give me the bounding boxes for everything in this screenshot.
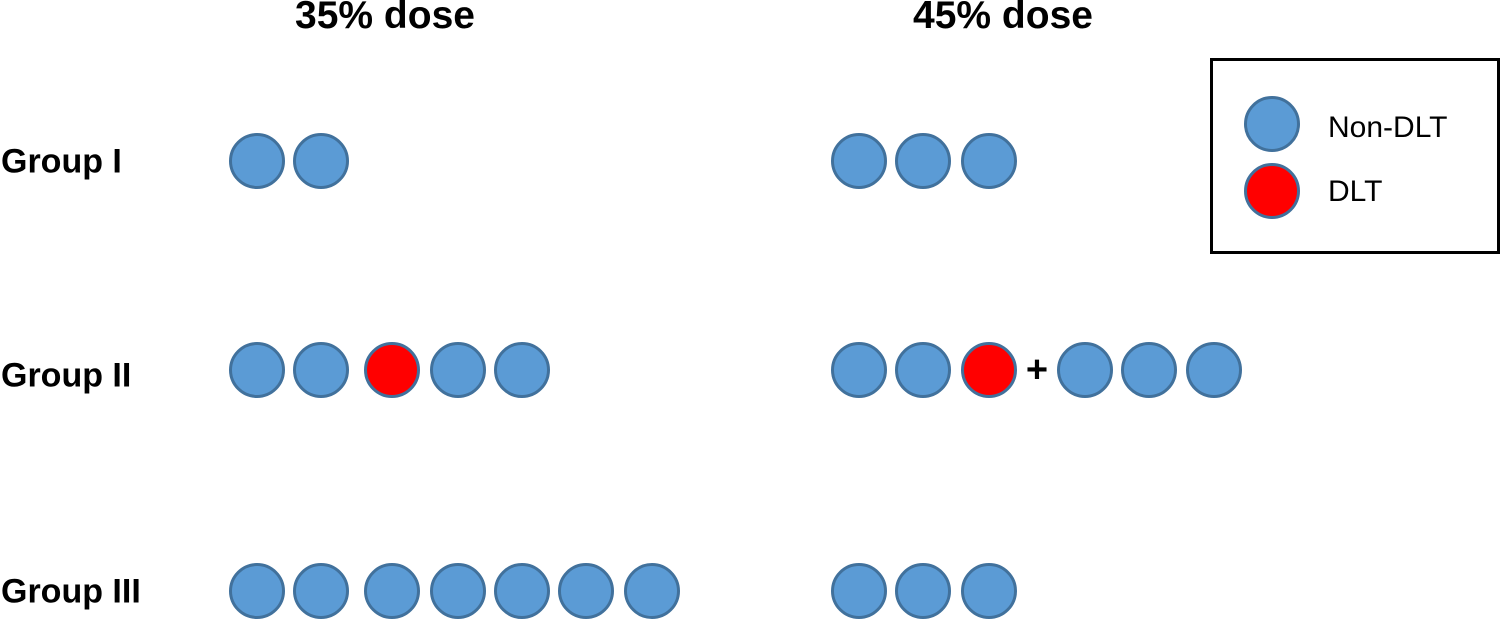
group-iii-dose35-non-dlt-patient-5 — [494, 563, 550, 619]
group-i-dose35-non-dlt-patient-1 — [229, 133, 285, 189]
group-ii-dose45-extra-non-dlt-patient-2 — [1121, 342, 1177, 398]
group-ii-dose35-dlt-patient-3 — [364, 342, 420, 398]
group-ii-dose45-dlt-patient-3 — [961, 342, 1017, 398]
row-label-group-ii: Group II — [1, 356, 132, 395]
group-iii-dose35-non-dlt-patient-4 — [430, 563, 486, 619]
group-iii-dose35-non-dlt-patient-1 — [229, 563, 285, 619]
group-iii-dose45-non-dlt-patient-2 — [895, 563, 951, 619]
group-iii-dose35-non-dlt-patient-7 — [624, 563, 680, 619]
group-ii-dose35-non-dlt-patient-2 — [293, 342, 349, 398]
group-ii-dose45-non-dlt-patient-2 — [895, 342, 951, 398]
legend-dlt-label: DLT — [1328, 175, 1383, 208]
group-ii-dose35-non-dlt-patient-5 — [494, 342, 550, 398]
group-iii-dose45-non-dlt-patient-1 — [831, 563, 887, 619]
group-i-dose35-non-dlt-patient-2 — [293, 133, 349, 189]
row-label-group-iii: Group III — [1, 572, 141, 611]
group-ii-dose35-non-dlt-patient-1 — [229, 342, 285, 398]
group-iii-dose35-non-dlt-patient-2 — [293, 563, 349, 619]
group-ii-dose45-non-dlt-patient-1 — [831, 342, 887, 398]
plus-sign: + — [1025, 349, 1049, 391]
group-i-dose45-non-dlt-patient-3 — [961, 133, 1017, 189]
legend-dlt-swatch — [1244, 163, 1300, 219]
group-ii-dose45-extra-non-dlt-patient-1 — [1057, 342, 1113, 398]
column-header-45-dose: 45% dose — [913, 0, 1093, 37]
group-iii-dose35-non-dlt-patient-3 — [364, 563, 420, 619]
column-header-35-dose: 35% dose — [295, 0, 475, 37]
legend-non-dlt-swatch — [1244, 96, 1300, 152]
legend-box: Non-DLT DLT — [1210, 58, 1500, 254]
group-ii-dose45-extra-non-dlt-patient-3 — [1186, 342, 1242, 398]
group-i-dose45-non-dlt-patient-2 — [895, 133, 951, 189]
group-iii-dose45-non-dlt-patient-3 — [961, 563, 1017, 619]
group-i-dose45-non-dlt-patient-1 — [831, 133, 887, 189]
group-ii-dose35-non-dlt-patient-4 — [430, 342, 486, 398]
legend-non-dlt-label: Non-DLT — [1328, 111, 1448, 144]
group-iii-dose35-non-dlt-patient-6 — [558, 563, 614, 619]
row-label-group-i: Group I — [1, 142, 122, 181]
